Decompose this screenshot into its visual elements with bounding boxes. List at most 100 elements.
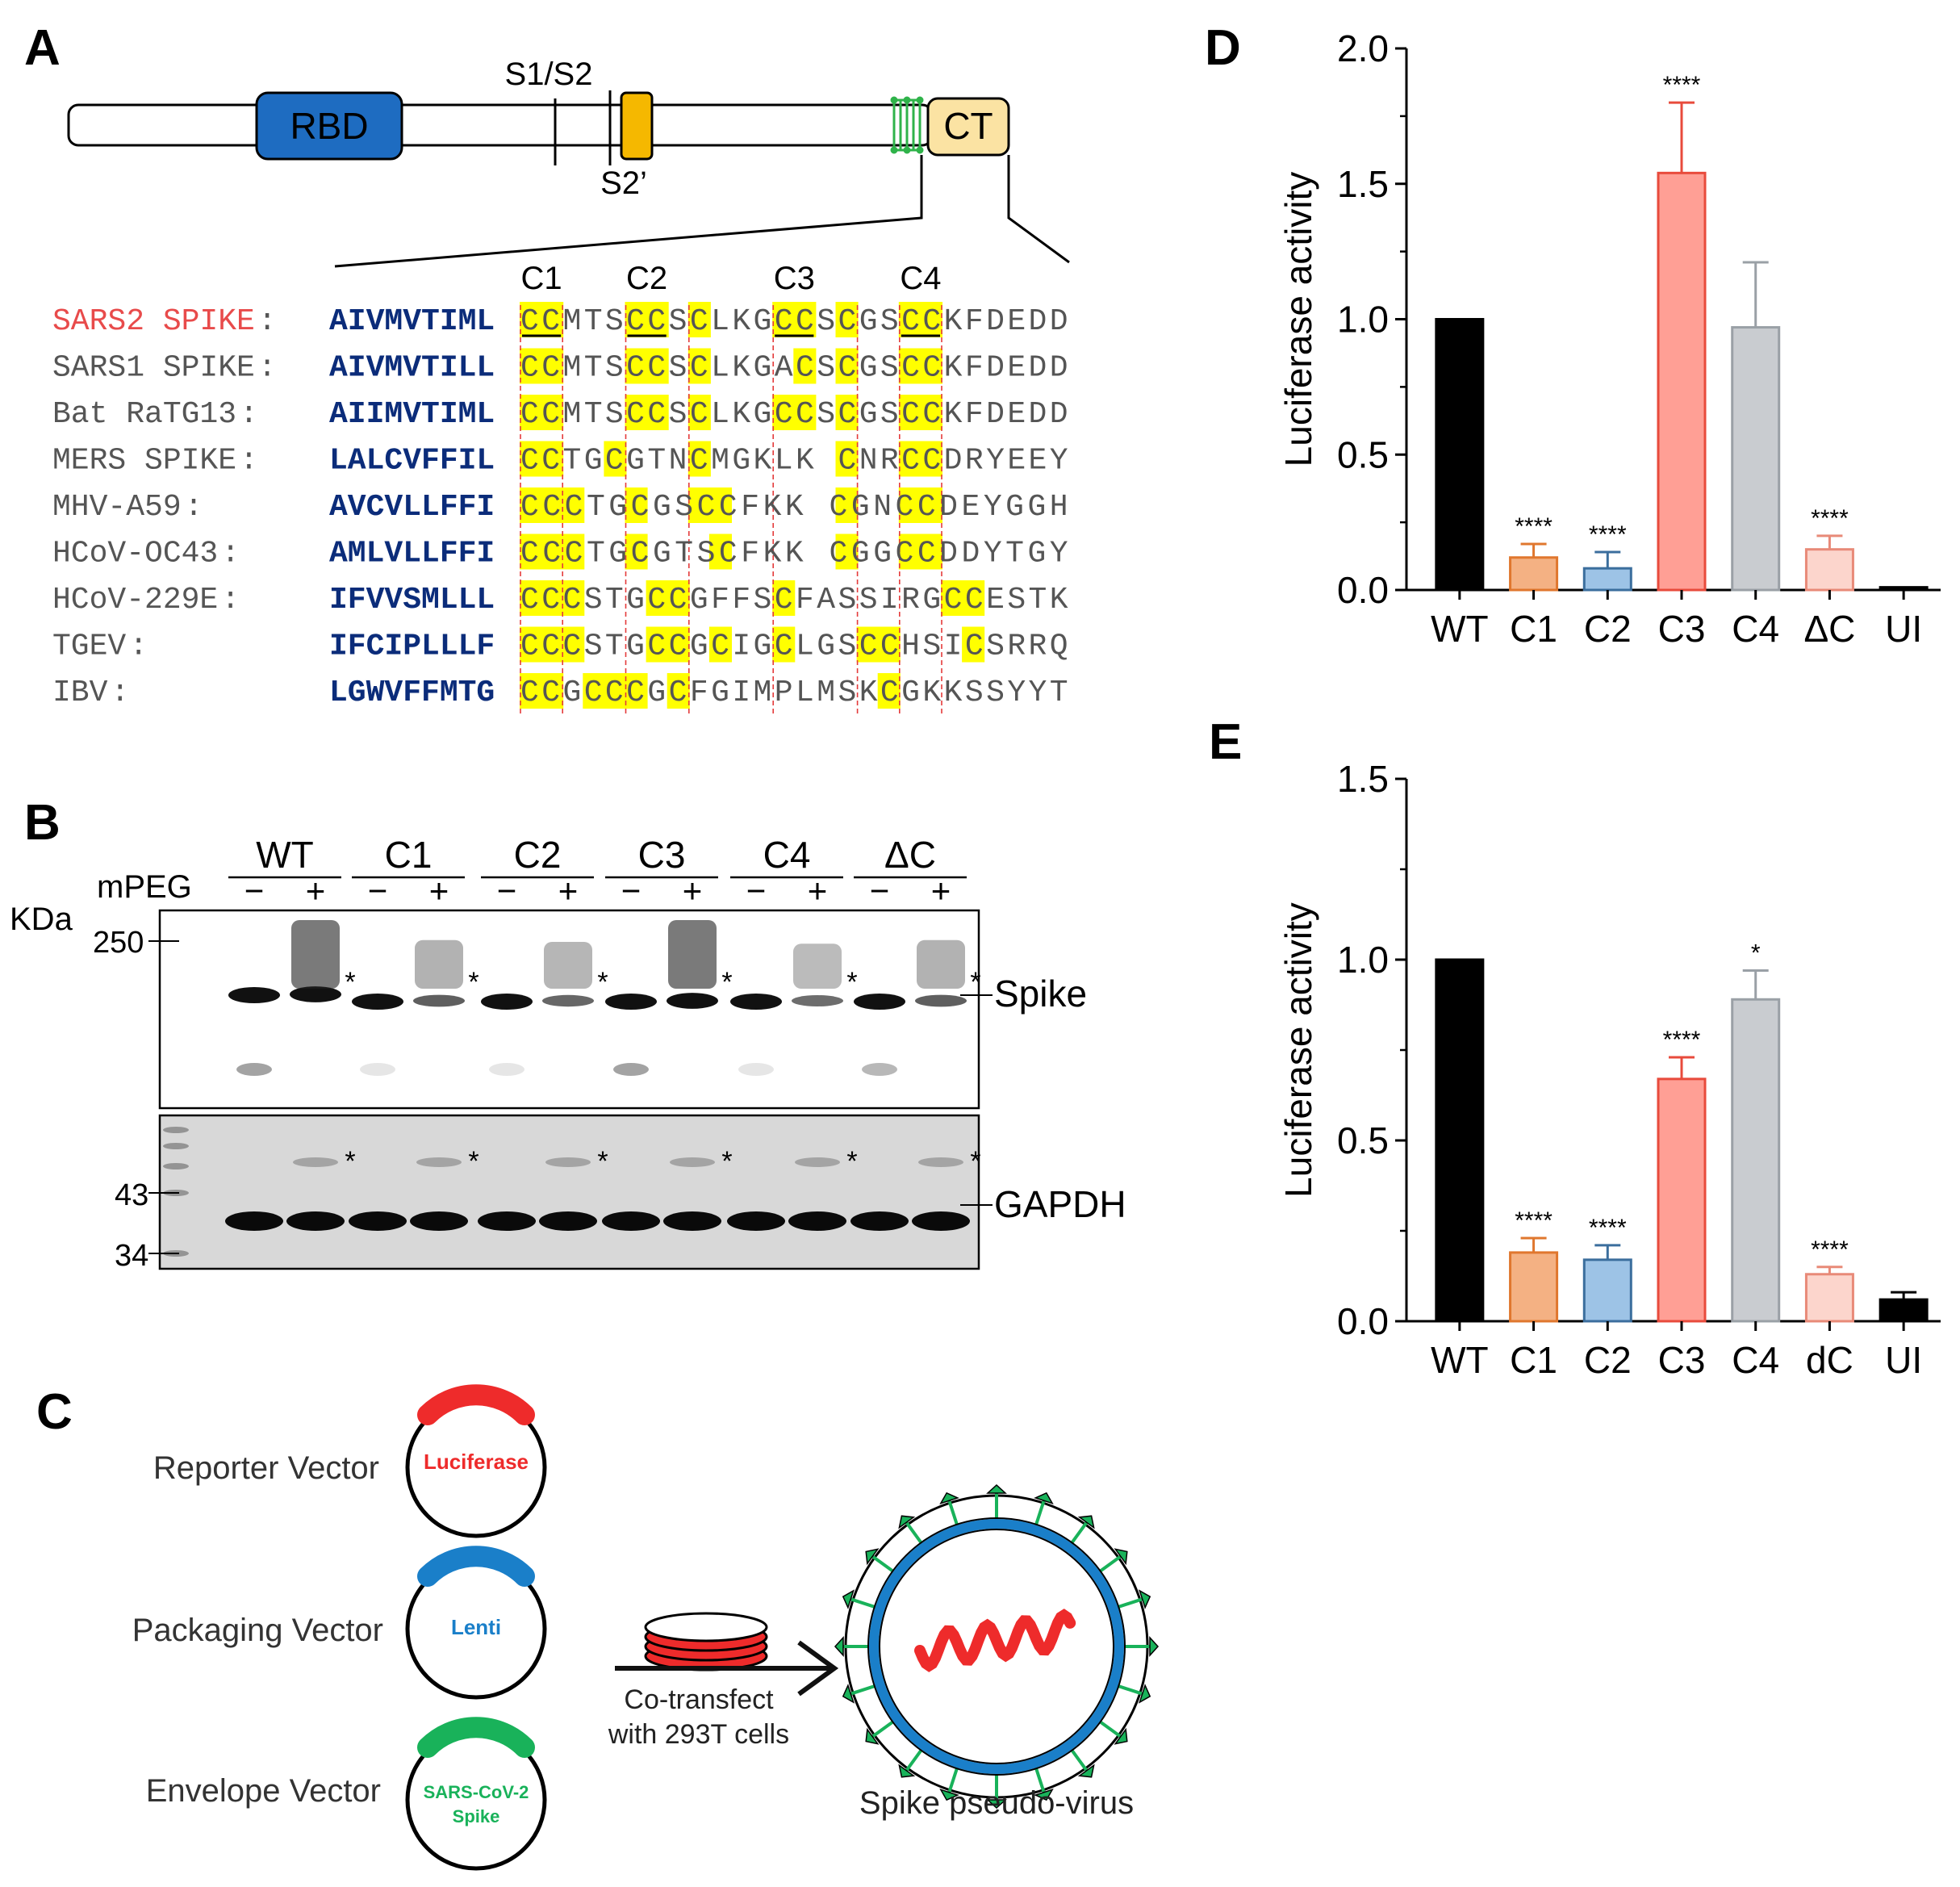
cysteine-highlight [772, 302, 796, 337]
cys-cluster-label-c1: C1 [521, 261, 562, 296]
culture-dish-icon [644, 1612, 768, 1672]
spike-band-treated [915, 994, 967, 1007]
cysteine-highlight [562, 626, 585, 663]
cysteine-highlight [793, 348, 817, 384]
peg-shift-asterisk: * [597, 967, 608, 998]
gapdh-band [663, 1211, 721, 1231]
lane-group-label: C2 [514, 834, 562, 876]
significance-marker: **** [1811, 1236, 1849, 1263]
peg-shift-asterisk: * [721, 1146, 732, 1177]
transmembrane-sequence: AVCVLLFFI [329, 490, 495, 525]
species-name: SARS1 SPIKE [52, 351, 255, 386]
plus-sign: + [306, 872, 326, 910]
cysteine-highlight [520, 302, 543, 337]
gapdh-band [539, 1211, 597, 1231]
transmembrane-helix-icon [890, 96, 924, 154]
cysteine-highlight [835, 395, 859, 430]
gapdh-band [850, 1211, 909, 1231]
y-tick-label: 0.0 [1337, 1300, 1389, 1342]
y-tick-label: 0.5 [1337, 1119, 1389, 1161]
species-name: IBV [52, 676, 108, 710]
peg-shift-asterisk: * [597, 1146, 608, 1177]
spike-insert-label: Spike [453, 1806, 500, 1826]
cysteine-highlight [877, 673, 901, 709]
spike-band-untreated [854, 994, 905, 1010]
panel-b-letter: B [24, 795, 61, 851]
spike-protein-icon [1138, 1684, 1151, 1704]
cotransfect-label: Co-transfect [624, 1684, 774, 1715]
cysteine-highlight [520, 580, 543, 616]
x-tick-label: WT [1431, 1339, 1489, 1381]
peg-shifted-smear [544, 942, 592, 989]
spike-protein-icon [842, 1589, 855, 1609]
bar-c4 [1731, 326, 1781, 592]
peg-shift-asterisk: * [468, 967, 479, 998]
cysteine-highlight [772, 395, 796, 430]
transmembrane-sequence: LALCVFFIL [329, 444, 495, 479]
cysteine-highlight [919, 348, 942, 384]
name-separator: : [240, 444, 258, 479]
kda-label: KDa [10, 902, 73, 937]
spike-band-untreated [228, 987, 280, 1003]
spike-stalk [850, 1684, 876, 1696]
gapdh-band [602, 1211, 660, 1231]
s2prime-label: S2’ [600, 165, 647, 201]
envelope-insert-arc [417, 1717, 535, 1758]
peg-shifted-smear [415, 939, 463, 989]
gapdh-blot-bands: ****** [163, 1127, 981, 1257]
bar-δc [1804, 548, 1854, 592]
gapdh-blot-frame [158, 1114, 980, 1270]
name-separator: : [258, 351, 277, 386]
cysteine-highlight [835, 533, 859, 570]
transmembrane-sequence: AIIMVTIML [329, 397, 495, 432]
s1s2-label: S1/S2 [505, 56, 593, 92]
sars-cov-2-label: SARS-CoV-2 [424, 1782, 529, 1802]
x-tick-label: C1 [1510, 608, 1557, 650]
x-tick-label: C3 [1658, 1339, 1706, 1381]
spike-stalk [871, 1554, 895, 1573]
peg-shift-asterisk: * [970, 967, 980, 998]
plus-sign: + [808, 872, 828, 910]
degradation-band [738, 1063, 774, 1076]
lenti-label: Lenti [451, 1615, 501, 1639]
cysteine-highlight [772, 626, 796, 663]
x-tick-label: ΔC [1803, 608, 1855, 650]
peg-shift-asterisk: * [970, 1146, 980, 1177]
minus-sign: − [746, 872, 767, 910]
cysteine-highlight [898, 533, 921, 570]
cysteine-highlight [646, 302, 669, 337]
transmembrane-sequence: AMLVLLFFI [329, 537, 495, 571]
cysteine-highlight [520, 348, 543, 384]
cysteine-highlight [541, 626, 564, 663]
spike-stalk [1117, 1684, 1143, 1696]
spike-protein-icon [834, 1636, 844, 1657]
marker-250: 250 [93, 926, 144, 960]
species-name: MHV-A59 [52, 490, 182, 525]
spike-label: Spike [994, 973, 1087, 1015]
panel-b: B mPEG KDa WT−+C1−+C2−+C3−+C4−+ΔC−+ ****… [10, 795, 1126, 1273]
cysteine-highlight [541, 580, 564, 616]
cysteine-highlight [793, 395, 817, 430]
spike-band-treated [542, 994, 594, 1007]
cysteine-highlight [919, 395, 942, 430]
peg-shift-asterisk: * [846, 1146, 857, 1177]
blot-lane-groups: WT−+C1−+C2−+C3−+C4−+ΔC−+ [228, 834, 967, 910]
cysteine-highlight [541, 441, 564, 477]
cysteine-highlight [708, 626, 732, 663]
lane-group-label: WT [256, 834, 314, 876]
cysteine-highlight [687, 487, 711, 523]
alignment-cysteine-guides [520, 305, 942, 714]
marker-34: 34 [115, 1239, 148, 1273]
transmembrane-sequence: LGWVFFMTG [329, 676, 495, 710]
gapdh-band [788, 1211, 846, 1231]
name-separator: : [240, 397, 258, 432]
panel-a-letter: A [24, 20, 61, 76]
spike-stalk [905, 1748, 923, 1772]
degradation-band [236, 1063, 272, 1076]
cysteine-highlight [898, 348, 921, 384]
spike-protein-icon [1034, 1492, 1054, 1505]
